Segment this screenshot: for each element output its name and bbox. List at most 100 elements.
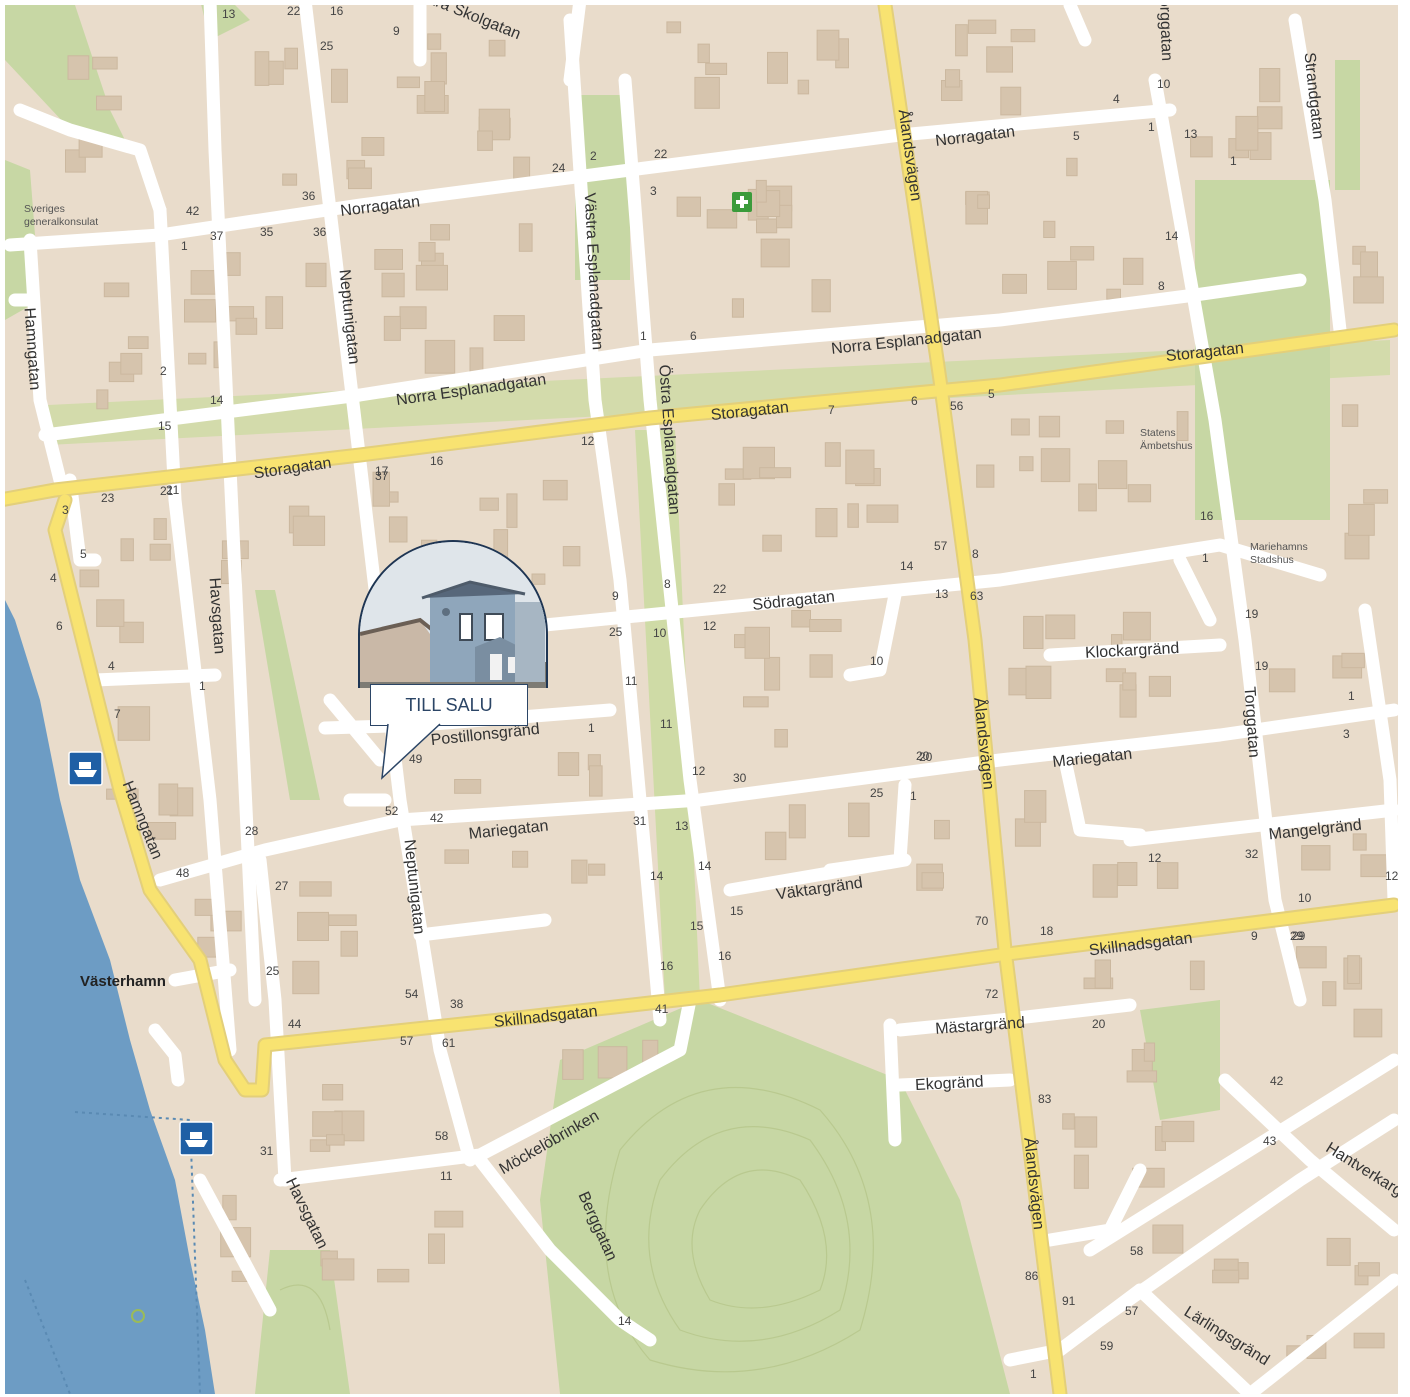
building xyxy=(1122,611,1151,641)
ferry-terminal-icon[interactable] xyxy=(68,751,103,786)
house-number: 6 xyxy=(56,619,63,633)
house-number: 13 xyxy=(1184,127,1198,141)
building xyxy=(1326,1237,1351,1266)
building xyxy=(147,822,177,840)
house-number: 61 xyxy=(442,1036,456,1050)
building xyxy=(103,282,130,298)
building xyxy=(454,779,482,794)
map-canvas[interactable]: Västra Skolgatan Norragatan Norragatan Å… xyxy=(5,5,1398,1394)
building xyxy=(759,467,792,479)
house-number: 31 xyxy=(260,1144,274,1158)
building xyxy=(1122,257,1144,285)
building xyxy=(1019,456,1034,472)
building xyxy=(1010,29,1036,43)
house-number: 25 xyxy=(320,39,334,53)
building xyxy=(96,389,109,410)
house-number: 42 xyxy=(1270,1074,1284,1088)
building xyxy=(434,1210,464,1228)
house-number: 15 xyxy=(158,419,172,433)
building xyxy=(361,137,385,156)
building xyxy=(531,573,546,585)
building xyxy=(967,19,997,34)
hospital-cross-icon[interactable] xyxy=(732,192,752,212)
for-sale-label[interactable]: TILL SALU xyxy=(370,684,528,726)
building xyxy=(756,218,778,234)
house-number: 38 xyxy=(450,997,464,1011)
building xyxy=(96,599,125,627)
building xyxy=(322,1084,344,1101)
building xyxy=(1047,260,1077,290)
building xyxy=(340,930,358,957)
building xyxy=(1353,1008,1383,1038)
building xyxy=(1126,1070,1158,1083)
house-number: 54 xyxy=(405,987,419,1001)
building xyxy=(312,1111,343,1137)
house-number: 3 xyxy=(1343,727,1350,741)
house-number: 1 xyxy=(1148,120,1155,134)
building xyxy=(1073,1154,1089,1189)
building xyxy=(1152,1224,1184,1254)
park-area xyxy=(5,5,130,150)
building xyxy=(1105,420,1125,434)
house-number: 58 xyxy=(1130,1244,1144,1258)
building xyxy=(774,729,788,748)
house-number: 16 xyxy=(430,454,444,468)
building xyxy=(1117,862,1138,886)
house-number: 20 xyxy=(1092,1017,1106,1031)
house-number: 1 xyxy=(1030,1367,1037,1381)
house-number: 18 xyxy=(1040,924,1054,938)
building xyxy=(1322,981,1337,1007)
building xyxy=(1097,460,1128,490)
house-number: 42 xyxy=(186,204,200,218)
house-number: 8 xyxy=(972,547,979,561)
place-label: Västerhamn xyxy=(80,973,166,990)
building xyxy=(718,483,736,506)
house-number: 36 xyxy=(313,225,327,239)
house-number: 24 xyxy=(552,161,566,175)
building xyxy=(309,1139,331,1152)
building xyxy=(1235,115,1259,151)
building xyxy=(1161,1120,1195,1143)
building xyxy=(764,831,787,861)
house-number: 23 xyxy=(101,491,115,505)
house-number: 91 xyxy=(1062,1294,1076,1308)
building xyxy=(430,52,447,85)
house-number: 3 xyxy=(650,184,657,198)
house-number: 86 xyxy=(1025,1269,1039,1283)
house-number: 19 xyxy=(1255,659,1269,673)
building xyxy=(235,317,258,335)
building xyxy=(764,656,781,691)
house-number: 25 xyxy=(609,625,623,639)
house-number: 11 xyxy=(625,674,638,688)
building xyxy=(744,626,770,659)
house-number: 70 xyxy=(975,914,989,928)
house-number: 13 xyxy=(675,819,689,833)
house-number: 5 xyxy=(1073,129,1080,143)
house-number: 15 xyxy=(730,904,744,918)
street-network xyxy=(5,5,1398,1394)
house-number: 11 xyxy=(440,1169,453,1183)
house-number: 37 xyxy=(375,469,389,483)
ferry-terminal-icon[interactable] xyxy=(179,1121,214,1156)
building xyxy=(418,242,436,262)
house-number: 1 xyxy=(910,789,917,803)
building xyxy=(562,1049,584,1080)
house-number: 6 xyxy=(911,394,918,408)
building xyxy=(153,518,167,540)
listing-photo[interactable] xyxy=(358,540,548,688)
street-label: Klockargränd xyxy=(1085,640,1180,662)
building xyxy=(1014,818,1041,847)
house-number: 52 xyxy=(385,804,399,818)
house-number: 19 xyxy=(1245,607,1259,621)
house-number: 44 xyxy=(288,1017,302,1031)
house-number: 43 xyxy=(1263,1134,1277,1148)
building xyxy=(589,765,603,797)
building xyxy=(1010,418,1030,436)
house-number: 57 xyxy=(934,539,948,553)
building xyxy=(755,179,767,203)
building xyxy=(184,299,217,323)
building xyxy=(119,621,144,644)
building xyxy=(305,262,327,288)
building xyxy=(477,130,493,151)
building xyxy=(1092,864,1118,898)
